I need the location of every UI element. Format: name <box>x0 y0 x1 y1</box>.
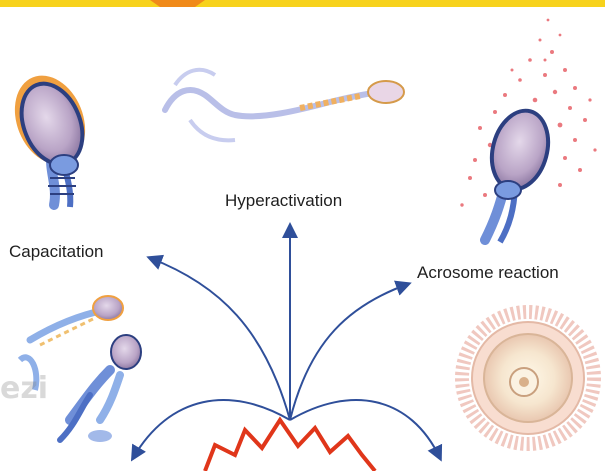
acrosome-reaction-label: Acrosome reaction <box>417 263 559 283</box>
acrosome-reaction-illustration <box>460 19 596 242</box>
egg-illustration <box>462 312 594 444</box>
capacitation-sperm-illustration <box>2 65 98 207</box>
sperm-group-illustration <box>20 296 141 442</box>
fertilization-burst <box>205 420 375 471</box>
watermark-text: ezi <box>0 371 48 406</box>
capacitation-label: Capacitation <box>9 242 104 262</box>
arrow-to-capacitation <box>150 258 290 420</box>
top-banner <box>0 0 605 7</box>
hyperactivation-sperm-illustration <box>165 70 404 141</box>
arrows <box>133 226 440 458</box>
hyperactivation-label: Hyperactivation <box>225 191 342 211</box>
